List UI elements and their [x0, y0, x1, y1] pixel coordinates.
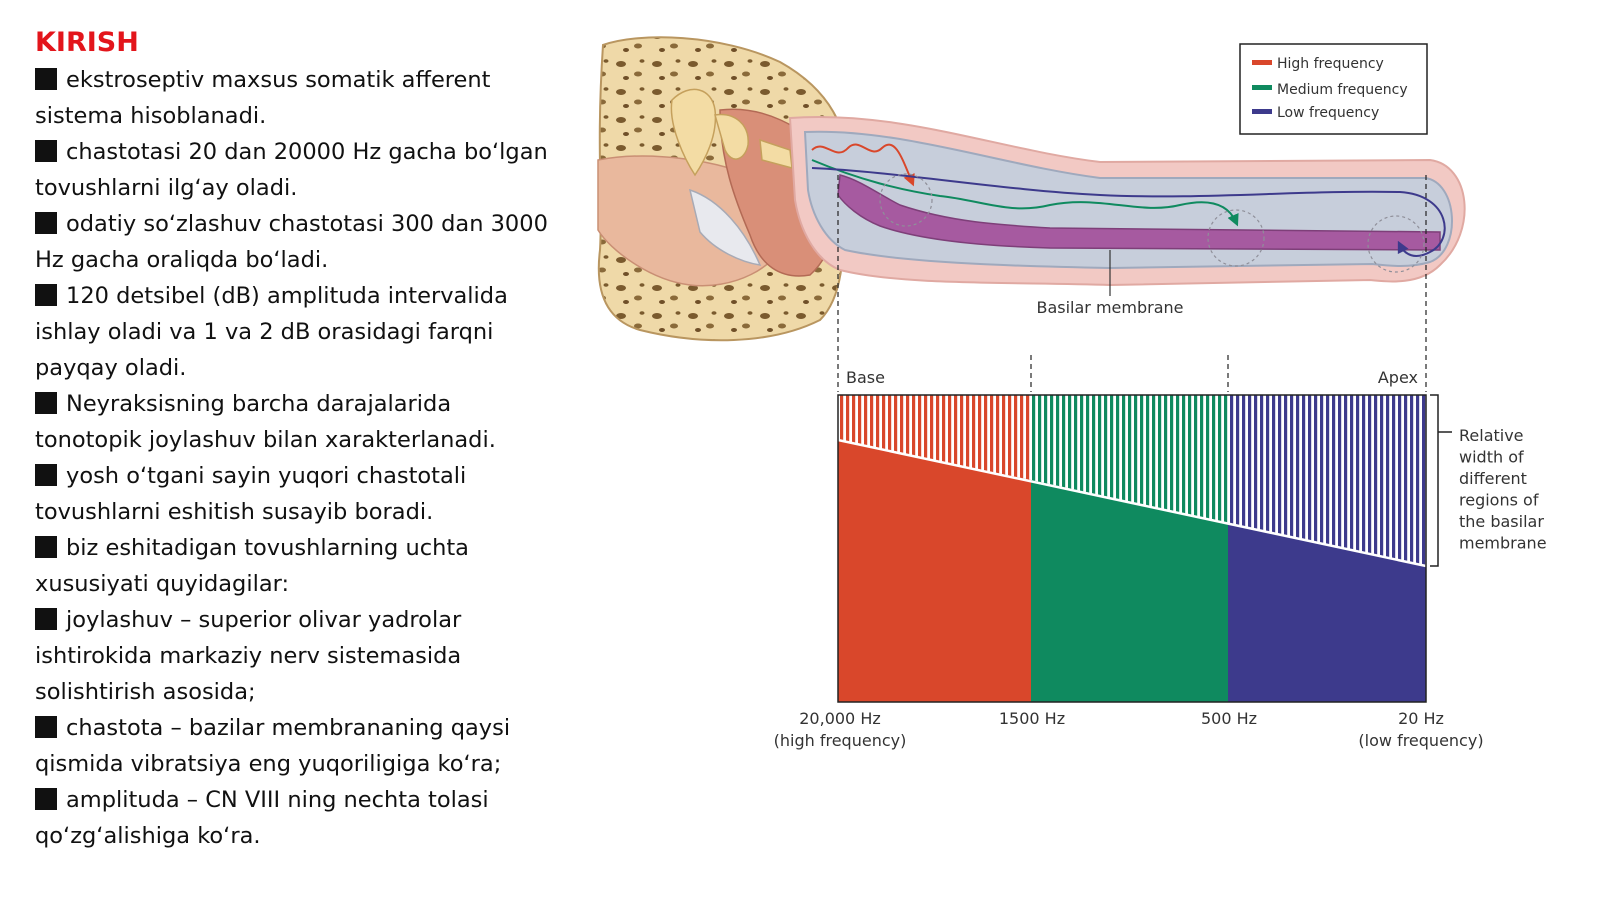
bullet-text: joylashuv – superior olivar yadrolar ish…: [35, 607, 462, 705]
bullet-text: chastota – bazilar membrananing qaysi qi…: [35, 715, 511, 777]
basilar-membrane-label: Basilar membrane: [1036, 298, 1183, 317]
low-frequency-peak-circle: [1367, 215, 1425, 273]
bullet-item: Neyraksisning barcha darajalarida tonoto…: [35, 386, 565, 458]
bullet-text: Neyraksisning barcha darajalarida tonoto…: [35, 391, 496, 453]
bullet-item: odatiy soʻzlashuv chastotasi 300 dan 300…: [35, 206, 565, 278]
width-bracket: Relative width of different regions of t…: [1430, 394, 1549, 567]
bullet-text: ekstroseptiv maxsus somatik afferent sis…: [35, 67, 491, 129]
apex-label: Apex: [1378, 368, 1418, 387]
ossicle-incus: [714, 113, 749, 160]
tick-note-low: (low frequency): [1358, 731, 1483, 750]
high-frequency-stripes: [838, 395, 1031, 480]
frequency-regions: [837, 394, 1427, 703]
bullet-item: joylashuv – superior olivar yadrolar ish…: [35, 602, 565, 710]
high-frequency-wave: [811, 143, 915, 187]
side-label-line: width of: [1459, 448, 1524, 467]
guide-lines: [837, 175, 1427, 392]
medium-frequency-peak-circle: [1207, 209, 1265, 267]
bullet-item: chastotasi 20 dan 20000 Hz gacha boʻlgan…: [35, 134, 565, 206]
bullet-text: chastotasi 20 dan 20000 Hz gacha boʻlgan…: [35, 139, 548, 201]
tick-label-1500hz: 1500 Hz: [999, 709, 1065, 728]
bullet-text: 120 detsibel (dB) amplituda intervalida …: [35, 283, 508, 381]
bullet-item: amplituda – CN VIII ning nechta tolasi q…: [35, 782, 565, 854]
bullet-square-icon: [35, 608, 57, 630]
legend-label-medium: Medium frequency: [1277, 82, 1408, 98]
bullet-square-icon: [35, 68, 57, 90]
medium-frequency-wave: [811, 159, 1239, 227]
bullet-item: yosh oʻtgani sayin yuqori chastotali tov…: [35, 458, 565, 530]
ossicle-malleus: [670, 88, 717, 177]
legend-swatch-high: [1252, 60, 1272, 65]
medium-frequency-stripes: [1031, 395, 1228, 523]
bullet-square-icon: [35, 212, 57, 234]
low-frequency-region: [1228, 523, 1426, 702]
bullet-square-icon: [35, 392, 57, 414]
bullet-text: odatiy soʻzlashuv chastotasi 300 dan 300…: [35, 211, 548, 273]
cochlea-frequency-diagram: Basilar membrane High frequency Medium f…: [597, 36, 1549, 750]
legend-swatch-medium: [1252, 85, 1272, 90]
text-column: KIRISH ekstroseptiv maxsus somatik affer…: [35, 24, 565, 854]
tick-note-high: (high frequency): [774, 731, 907, 750]
relative-width-slope-line: [837, 438, 1427, 568]
bullet-square-icon: [35, 716, 57, 738]
ossicle-stapes: [759, 138, 793, 170]
bullet-text: yosh oʻtgani sayin yuqori chastotali tov…: [35, 463, 467, 525]
bullet-item: chastota – bazilar membrananing qaysi qi…: [35, 710, 565, 782]
side-label-line: Relative: [1459, 426, 1524, 445]
frequency-axis-labels: 20,000 Hz (high frequency) 1500 Hz 500 H…: [774, 709, 1484, 750]
side-label-line: membrane: [1459, 534, 1547, 553]
base-label: Base: [846, 368, 885, 387]
high-frequency-region: [838, 440, 1031, 702]
bullet-square-icon: [35, 284, 57, 306]
frequency-bar-frame: [837, 394, 1427, 703]
slide-heading: KIRISH: [35, 27, 139, 58]
high-frequency-peak-circle: [879, 173, 933, 227]
tick-label-20hz: 20 Hz: [1398, 709, 1444, 728]
bullet-square-icon: [35, 536, 57, 558]
medium-frequency-region: [1031, 480, 1228, 702]
eardrum: [688, 188, 762, 266]
side-label-line: different: [1459, 469, 1527, 488]
bullet-text: amplituda – CN VIII ning nechta tolasi q…: [35, 787, 489, 849]
bracket-line: [1430, 394, 1452, 567]
tick-label-20000hz: 20,000 Hz: [799, 709, 881, 728]
low-frequency-stripes: [1228, 395, 1426, 566]
basilar-membrane-strip: [837, 174, 1441, 251]
legend-swatch-low: [1252, 109, 1272, 114]
bullet-square-icon: [35, 140, 57, 162]
unrolled-cochlea: Basilar membrane: [788, 116, 1466, 317]
low-frequency-wave: [811, 167, 1446, 257]
legend-label-high: High frequency: [1277, 56, 1384, 72]
bullet-square-icon: [35, 788, 57, 810]
bullet-text: biz eshitadigan tovushlarning uchta xusu…: [35, 535, 469, 597]
side-label-line: regions of: [1459, 491, 1539, 510]
bullet-item: 120 detsibel (dB) amplituda intervalida …: [35, 278, 565, 386]
side-label: Relative width of different regions of t…: [1459, 426, 1549, 553]
bullet-square-icon: [35, 464, 57, 486]
legend: High frequency Medium frequency Low freq…: [1239, 43, 1428, 135]
bullet-item: biz eshitadigan tovushlarning uchta xusu…: [35, 530, 565, 602]
tick-label-500hz: 500 Hz: [1201, 709, 1257, 728]
bullet-item: ekstroseptiv maxsus somatik afferent sis…: [35, 62, 565, 134]
side-label-line: the basilar: [1459, 512, 1544, 531]
legend-label-low: Low frequency: [1277, 105, 1379, 121]
